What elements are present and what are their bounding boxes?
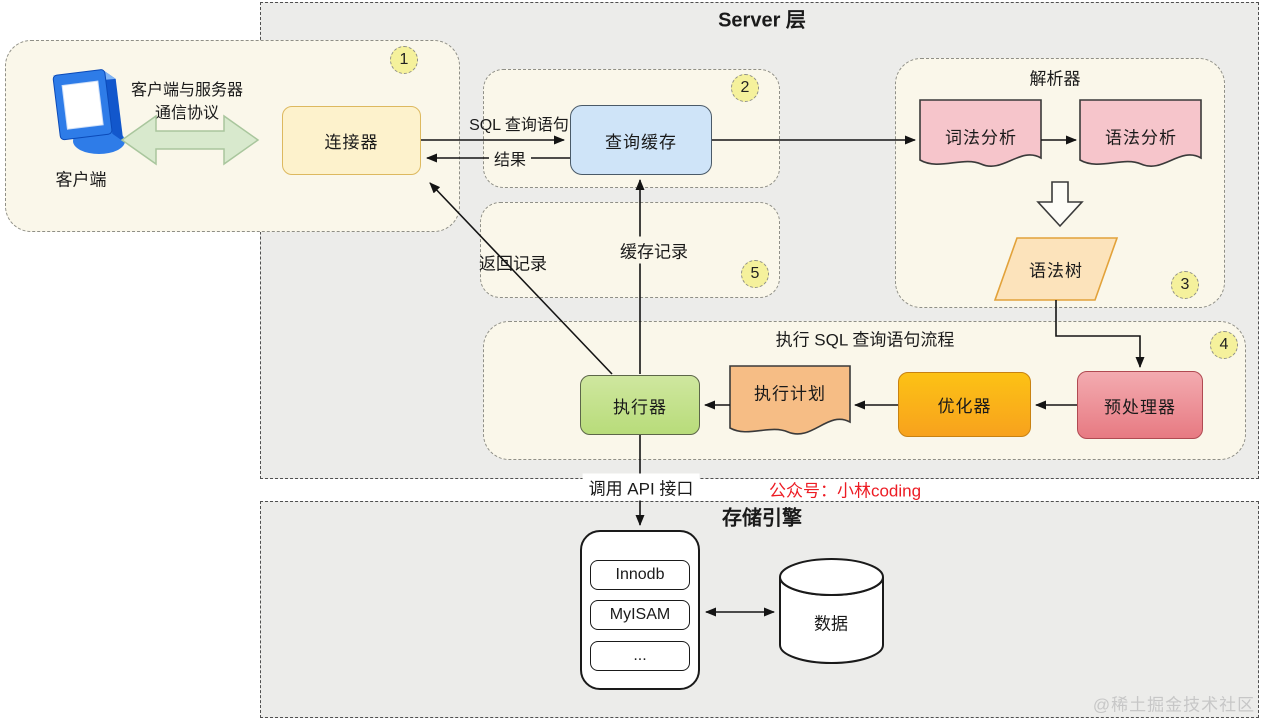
engine-myisam: MyISAM	[590, 600, 690, 630]
cache-record-label: 缓存记录	[615, 236, 693, 264]
optimizer-node: 优化器	[898, 372, 1031, 437]
protocol-line1: 客户端与服务器	[130, 81, 244, 99]
step-badge-5: 5	[741, 260, 769, 288]
protocol-label: 客户端与服务器 通信协议	[131, 79, 243, 125]
client-label: 客户端	[55, 170, 107, 190]
server-layer-title: Server 层	[718, 9, 806, 32]
optimizer-label: 优化器	[937, 397, 992, 416]
wechat-annotation: 公众号：小林coding	[768, 481, 922, 501]
query-cache-label: 查询缓存	[605, 132, 677, 152]
step-badge-3: 3	[1171, 271, 1199, 299]
connector-node: 连接器	[282, 106, 421, 175]
executor-node: 执行器	[580, 375, 700, 435]
execute-flow-title: 执行 SQL 查询语句流程	[775, 330, 955, 350]
step-badge-4: 4	[1210, 331, 1238, 359]
query-cache-node: 查询缓存	[570, 105, 712, 175]
sql-query-arrow-label: SQL 查询语句	[469, 117, 569, 134]
syntax-tree-label: 语法树	[1029, 261, 1083, 281]
execution-plan-label: 执行计划	[754, 384, 826, 404]
engine-innodb: Innodb	[590, 560, 690, 590]
step-badge-2: 2	[731, 74, 759, 102]
data-label: 数据	[814, 614, 848, 634]
parser-title: 解析器	[1029, 69, 1081, 89]
executor-label: 执行器	[613, 397, 667, 417]
protocol-line2: 通信协议	[154, 105, 220, 122]
return-record-label: 返回记录	[479, 254, 547, 274]
engine-ellipsis: ...	[590, 641, 690, 671]
storage-engine-title: 存储引擎	[722, 507, 802, 530]
preprocessor-label: 预处理器	[1104, 397, 1176, 417]
lexical-analysis-label: 词法分析	[945, 128, 1017, 148]
api-call-label: 调用 API 接口	[582, 473, 700, 501]
preprocessor-node: 预处理器	[1077, 371, 1203, 439]
result-arrow-label: 结果	[488, 145, 532, 171]
step-badge-1: 1	[390, 46, 418, 74]
connector-label: 连接器	[324, 133, 379, 152]
storage-engine-region	[260, 501, 1259, 718]
watermark: @稀土掘金技术社区	[1092, 695, 1256, 715]
syntax-analysis-label: 语法分析	[1105, 128, 1177, 148]
